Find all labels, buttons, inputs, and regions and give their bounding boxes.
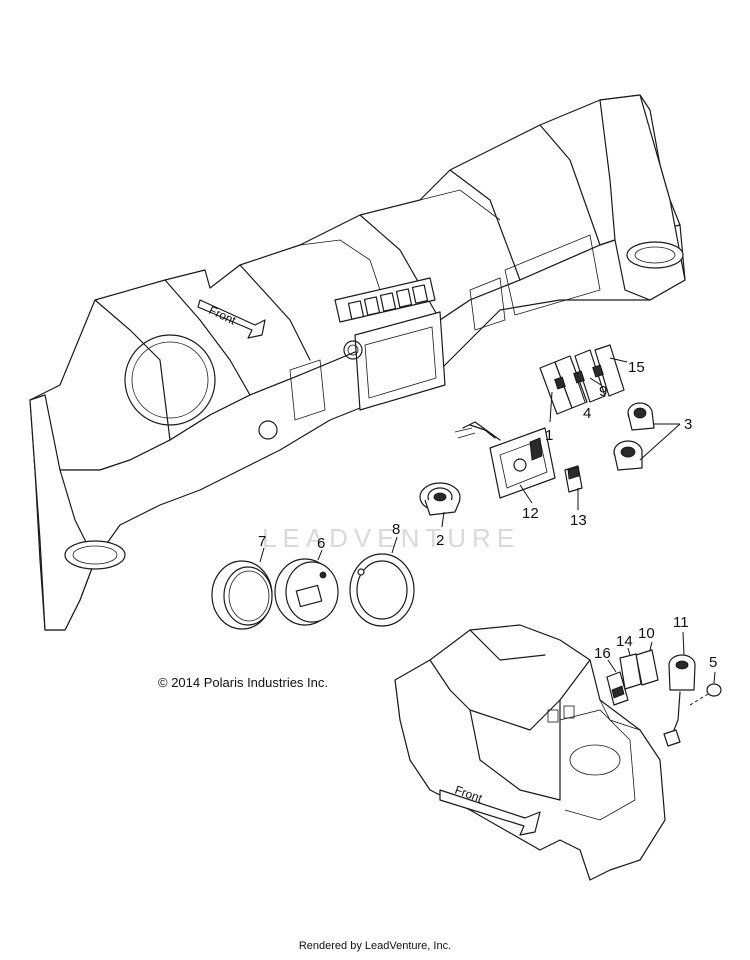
console-switch-parts xyxy=(606,649,659,706)
center-console-assembly: Front xyxy=(394,624,666,881)
switch-13-part xyxy=(564,465,583,493)
callout-7: 7 xyxy=(258,533,266,550)
callout-10: 10 xyxy=(638,625,655,642)
callout-15: 15 xyxy=(628,359,645,376)
callout-13: 13 xyxy=(570,512,587,529)
switch-group xyxy=(539,344,625,415)
callout-8: 8 xyxy=(392,521,400,538)
outlet-11-part xyxy=(663,654,696,747)
watermark: LEADVENTURE xyxy=(262,523,520,553)
bezel-7-part xyxy=(211,560,273,630)
leader-lines xyxy=(259,357,716,684)
callout-6: 6 xyxy=(317,535,325,552)
copyright-notice: © 2014 Polaris Industries Inc. xyxy=(158,675,328,690)
callout-14: 14 xyxy=(616,633,633,650)
callout-9: 9 xyxy=(599,383,607,400)
callout-11: 11 xyxy=(673,614,689,631)
gauge-6-part xyxy=(274,558,339,626)
callout-1: 1 xyxy=(545,427,553,444)
callout-16: 16 xyxy=(594,645,611,662)
power-outlet-part xyxy=(613,402,655,471)
callout-labels: 1 2 3 4 5 6 7 8 9 10 11 12 13 14 15 16 xyxy=(258,359,717,671)
callout-5: 5 xyxy=(709,654,717,671)
callout-12: 12 xyxy=(522,505,539,522)
headlight-switch-part xyxy=(454,421,556,499)
rendered-by-footer: Rendered by LeadVenture, Inc. xyxy=(298,940,452,952)
plug-5-part xyxy=(689,683,722,706)
callout-2: 2 xyxy=(436,532,444,549)
lighter-2-part xyxy=(419,482,461,516)
callout-3: 3 xyxy=(684,416,692,433)
ring-8-part xyxy=(349,553,415,627)
callout-4: 4 xyxy=(583,405,591,422)
dashboard-assembly: Front xyxy=(29,94,686,631)
